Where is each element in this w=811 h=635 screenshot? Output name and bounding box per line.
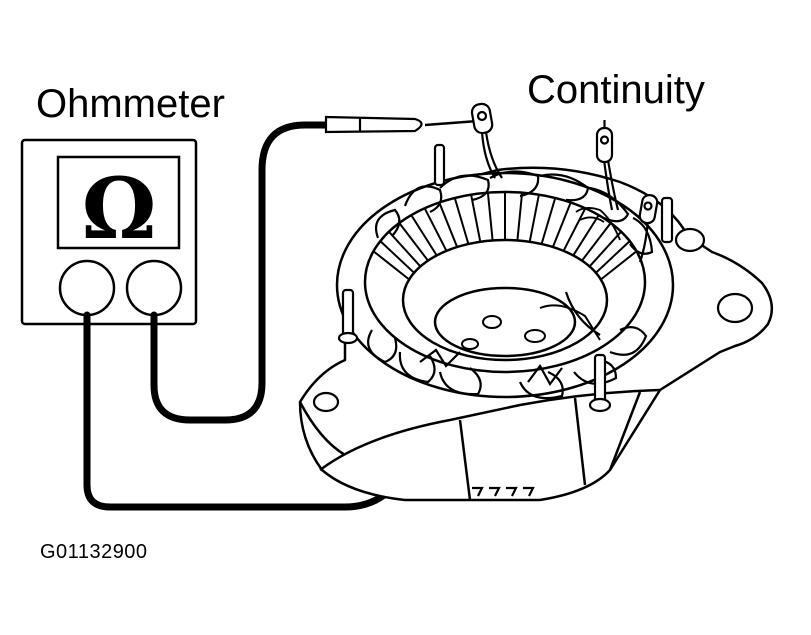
lead-wire-1: [480, 131, 496, 179]
test-lead-upper: [150, 121, 334, 424]
stator-slot: [562, 207, 587, 252]
mount-boss-top: [674, 227, 706, 253]
rectifier-parts: [461, 304, 601, 350]
ohmmeter-body: [20, 138, 198, 326]
stator-leads: [480, 131, 650, 336]
stator-slot: [540, 197, 557, 245]
stator-slot: [372, 250, 410, 281]
rotor-bore: [433, 286, 577, 358]
ohmmeter-jack-right: [125, 259, 183, 317]
lead-wire-4: [564, 291, 601, 336]
stator-slot: [423, 207, 448, 252]
stator-slot: [379, 240, 415, 274]
stator-windings: [367, 170, 654, 400]
stator-slot: [388, 231, 422, 268]
stator-slot: [453, 197, 470, 245]
continuity-label: Continuity: [527, 68, 705, 112]
stator-slot: [438, 202, 459, 248]
stator-slot: [600, 250, 638, 281]
lead-wire-2b: [606, 159, 620, 211]
ohmmeter-label: Ohmmeter: [36, 82, 225, 126]
figure-code: G01132900: [40, 541, 148, 563]
stator-slot: [410, 214, 438, 256]
mounting-ear: [312, 227, 754, 413]
upper-probe: [324, 102, 494, 135]
mount-hole-right: [716, 292, 754, 324]
stator-slot: [551, 202, 572, 248]
upper-probe-tip: [424, 119, 479, 127]
upper-probe-handle: [324, 115, 423, 134]
post-bottom-right: [593, 353, 607, 407]
lead-wire-1b: [484, 131, 503, 179]
stator-slot: [581, 222, 612, 262]
mount-hole-left: [312, 391, 340, 413]
stator-slot: [486, 192, 494, 241]
stator-slot: [528, 194, 540, 242]
stator-slot: [572, 214, 600, 256]
ohmmeter-jack-left: [58, 259, 116, 317]
post-left: [433, 143, 446, 187]
stator-slot: [398, 222, 429, 262]
lug-continuity-1: [595, 126, 614, 164]
stator-slots: [372, 192, 638, 281]
stator-slot: [470, 194, 482, 242]
stator-slot: [516, 192, 524, 241]
casting-marks: [472, 486, 535, 497]
housing-front-edge: [319, 388, 661, 471]
post-far-left: [341, 288, 355, 340]
ohmmeter-display: [56, 155, 181, 250]
stator-slot: [595, 240, 631, 274]
stator-slot: [588, 231, 622, 268]
terminal-posts: [337, 143, 674, 413]
terminal-lugs: [595, 120, 659, 225]
omega-icon: Ω: [82, 159, 157, 258]
post-right: [660, 196, 674, 244]
lead-wire-2: [602, 159, 614, 211]
